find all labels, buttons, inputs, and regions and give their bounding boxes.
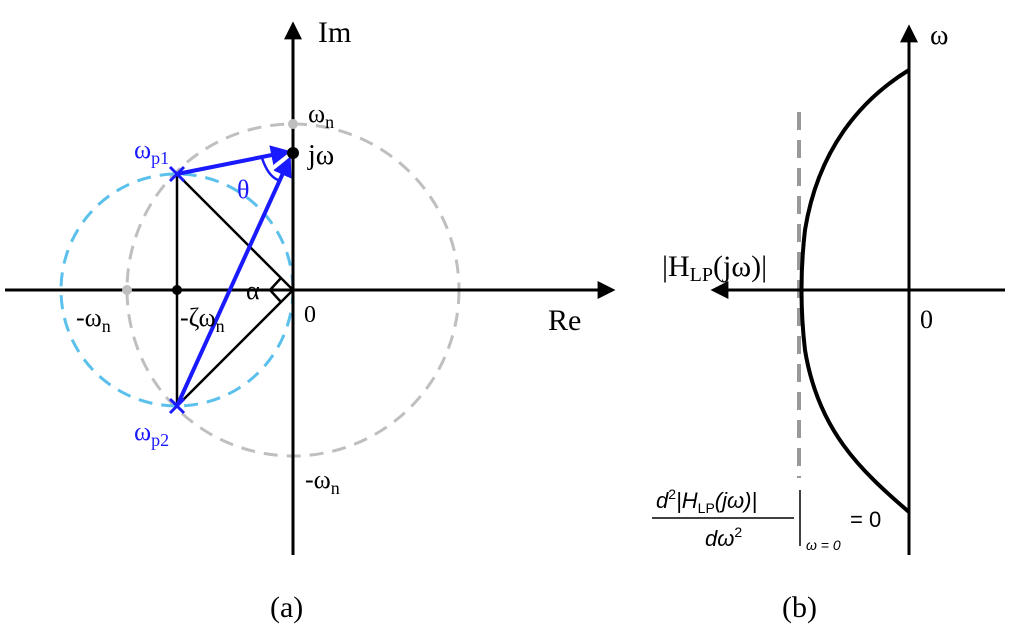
right-angle-marker	[268, 277, 282, 303]
panel-a: Im Re 0 ωn jω -ωn -ζωn -ωn ωp1 ωp2 θ α (…	[5, 16, 616, 624]
derivative-numerator: d2|HLP(jω)|	[656, 486, 757, 516]
alpha-label: α	[246, 276, 260, 305]
theta-label: θ	[237, 175, 249, 204]
derivative-denominator: dω2	[705, 524, 742, 551]
pole-p2-marker	[168, 397, 186, 415]
j-omega-label: jω	[307, 140, 334, 171]
vector-p2-to-jw	[175, 156, 292, 407]
equals-zero: = 0	[850, 507, 881, 532]
theta-arc	[260, 157, 279, 182]
magnitude-curve	[799, 68, 911, 514]
caption-a: (a)	[270, 591, 303, 624]
neg-omega-n-point	[122, 285, 132, 295]
neg-omega-n-bottom-label: -ωn	[305, 465, 340, 498]
im-axis-label: Im	[318, 16, 351, 49]
omega-n-top-label: ωn	[308, 99, 334, 132]
p1-to-origin-line	[176, 173, 294, 291]
panel-b: ω 0 |HLP(jω)| d2|HLP(jω)| dω2 ω = 0 = 0 …	[652, 20, 1005, 624]
origin-label: 0	[304, 302, 316, 328]
neg-omega-n-left-label: -ωn	[76, 303, 111, 336]
omega-n-top-point	[288, 119, 298, 129]
omega-axis-label: ω	[930, 20, 948, 51]
second-derivative-condition: d2|HLP(jω)| dω2 ω = 0 = 0	[652, 486, 881, 553]
re-axis-label: Re	[548, 304, 581, 337]
vector-p1-to-jw	[176, 145, 291, 176]
origin-label-b: 0	[920, 305, 933, 334]
omega-p2-label: ωp2	[134, 417, 169, 450]
neg-zeta-omega-n-label: -ζωn	[180, 303, 225, 336]
magnitude-label: |HLP(jω)|	[662, 250, 767, 286]
p2-to-origin-line	[176, 289, 294, 407]
evaluation-point: ω = 0	[806, 537, 841, 553]
j-omega-point	[287, 147, 299, 159]
caption-b: (b)	[782, 591, 817, 624]
omega-p1-label: ωp1	[134, 135, 169, 168]
neg-zeta-omega-n-point	[172, 285, 182, 295]
pole-p1-marker	[168, 165, 186, 183]
